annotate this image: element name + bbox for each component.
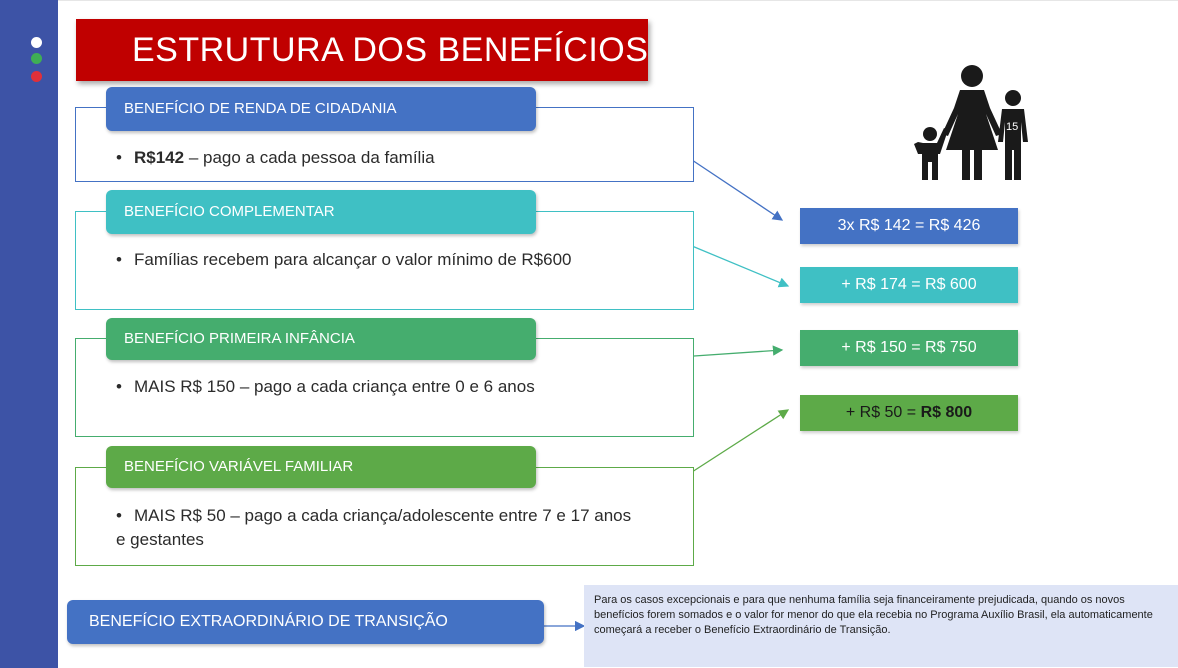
family-icon: 15	[914, 65, 1028, 180]
benefit-text: • Famílias recebem para alcançar o valor …	[116, 248, 676, 272]
white-dot	[31, 37, 42, 48]
transition-note: Para os casos excepcionais e para que ne…	[584, 585, 1178, 667]
calc-text: + R$ 50 =	[845, 404, 921, 421]
benefit-text: • R$142 – pago a cada pessoa da família	[116, 146, 676, 170]
arrow-4	[691, 409, 790, 473]
page-title: ESTRUTURA DOS BENEFÍCIOS	[132, 31, 649, 69]
title-banner: ESTRUTURA DOS BENEFÍCIOS	[76, 19, 648, 81]
benefit-amount: R$142	[134, 148, 185, 167]
bullet: •	[116, 148, 122, 167]
badge-number: 15	[1006, 121, 1018, 133]
top-divider	[58, 0, 1178, 1]
benefit-description: Famílias recebem para alcançar o valor m…	[134, 250, 572, 269]
calc-renda-cidadania: 3x R$ 142 = R$ 426	[800, 208, 1018, 244]
calc-total: R$ 800	[920, 404, 973, 421]
benefit-description: MAIS R$ 150 – pago a cada criança entre …	[134, 377, 535, 396]
slide-sidebar	[0, 0, 58, 668]
benefit-text: •MAIS R$ 50 – pago a cada criança/adoles…	[116, 504, 636, 552]
bullet: •	[116, 506, 122, 525]
calc-text: + R$ 150 = R$ 750	[841, 339, 977, 356]
benefit-header-complementar: BENEFÍCIO COMPLEMENTAR	[106, 190, 536, 234]
benefit-header-extraordinario-transicao: BENEFÍCIO EXTRAORDINÁRIO DE TRANSIÇÃO	[67, 600, 544, 644]
arrow-1	[691, 159, 784, 221]
benefit-description: – pago a cada pessoa da família	[184, 148, 435, 167]
bullet: •	[116, 377, 122, 396]
calc-primeira-infancia: + R$ 150 = R$ 750	[800, 330, 1018, 366]
benefit-header-renda-cidadania: BENEFÍCIO DE RENDA DE CIDADANIA	[106, 87, 536, 131]
calc-text: 3x R$ 142 = R$ 426	[837, 217, 981, 234]
calc-variavel-familiar: + R$ 50 = R$ 800	[800, 395, 1018, 431]
benefit-text: • MAIS R$ 150 – pago a cada criança entre…	[116, 375, 636, 399]
calc-complementar: + R$ 174 = R$ 600	[800, 267, 1018, 303]
bullet: •	[116, 250, 122, 269]
arrow-3	[693, 345, 784, 357]
benefit-header-variavel-familiar: BENEFÍCIO VARIÁVEL FAMILIAR	[106, 446, 536, 488]
benefit-description: MAIS R$ 50 – pago a cada criança/adolesc…	[116, 506, 632, 549]
arrow-2	[691, 245, 790, 288]
benefit-header-primeira-infancia: BENEFÍCIO PRIMEIRA INFÂNCIA	[106, 318, 536, 360]
green-dot	[31, 53, 42, 64]
red-dot	[31, 71, 42, 82]
calc-text: + R$ 174 = R$ 600	[841, 276, 977, 293]
